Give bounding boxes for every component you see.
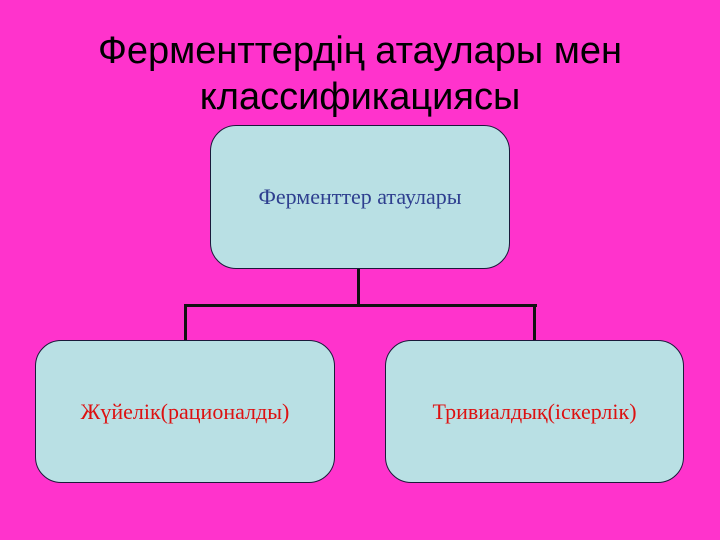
connector-root-vertical: [357, 269, 360, 306]
connector-horizontal: [184, 304, 537, 307]
connector-left-drop: [184, 304, 187, 340]
slide-title-line1: Ферменттердің атаулары мен: [97, 30, 623, 72]
child-node-systematic: Жүйелік(рационалды): [35, 340, 335, 483]
child-node-trivial: Тривиалдық(іскерлік): [385, 340, 684, 483]
slide-title-line2: классификациясы: [199, 76, 521, 118]
slide-title: Ферменттердің атаулары мен классификация…: [0, 28, 720, 120]
connector-right-drop: [533, 304, 536, 340]
child-node-label: Жүйелік(рационалды): [80, 398, 290, 424]
root-node-label: Ферменттер атаулары: [258, 184, 462, 209]
child-node-label: Тривиалдық(іскерлік): [432, 398, 637, 424]
root-node: Ферменттер атаулары: [210, 125, 510, 269]
